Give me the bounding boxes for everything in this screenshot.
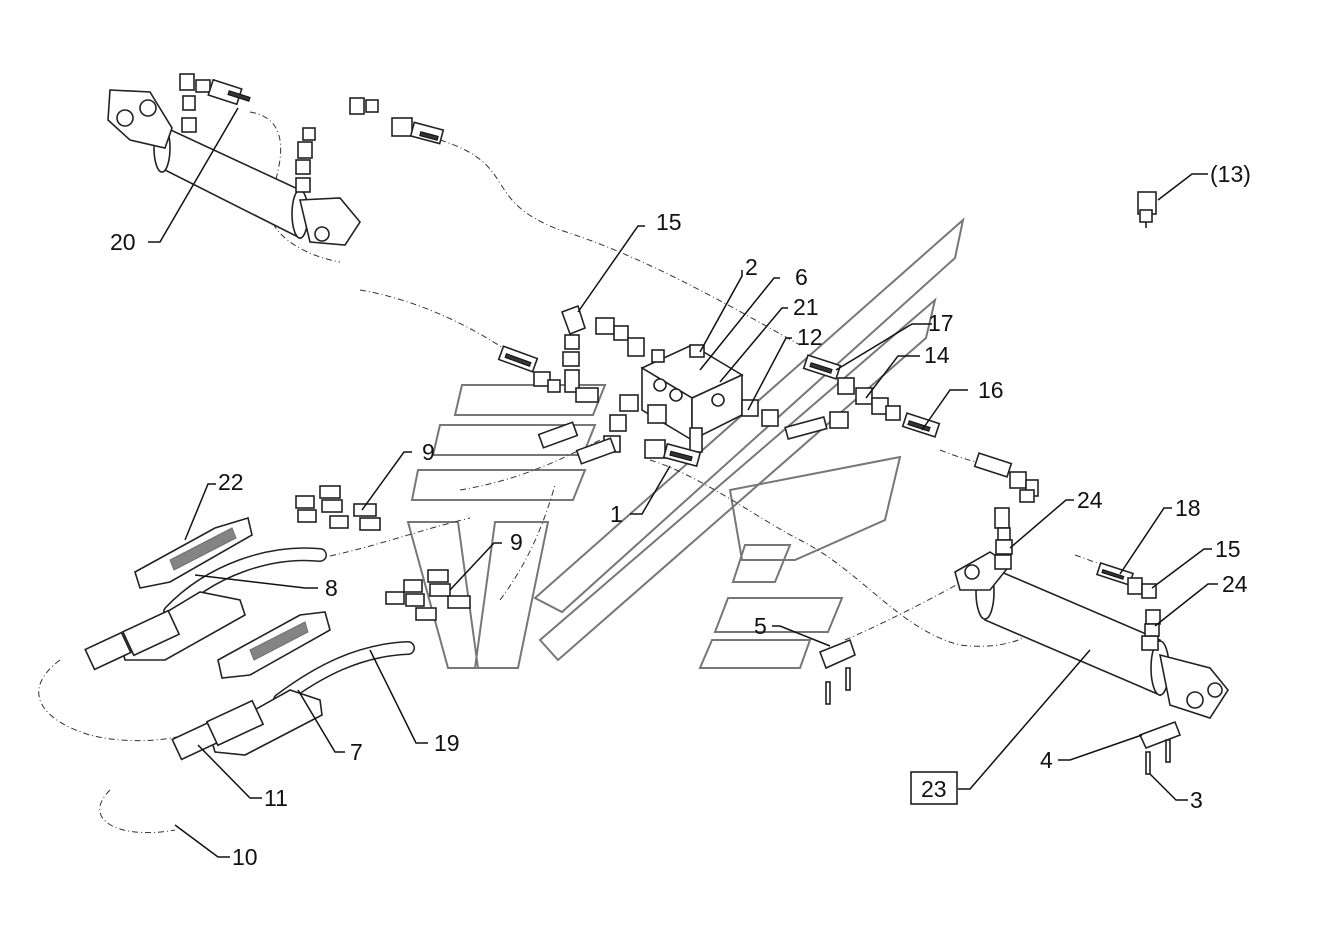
- callout-24-upper: 24: [1077, 487, 1103, 513]
- callout-21: 21: [793, 294, 819, 320]
- callout-22: 22: [218, 469, 244, 495]
- clamps-9: [295, 485, 471, 621]
- watermark-logo: [406, 217, 965, 669]
- callout-9-lower: 9: [510, 529, 523, 555]
- callout-16: 16: [978, 377, 1004, 403]
- callout-15-right: 15: [1215, 536, 1241, 562]
- callout-23: 23: [921, 776, 947, 802]
- callout-6: 6: [795, 264, 808, 290]
- callout-9-upper: 9: [422, 439, 435, 465]
- callout-20: 20: [110, 229, 136, 255]
- callout-8: 8: [325, 575, 338, 601]
- callout-10: 10: [232, 844, 258, 870]
- callout-23-box: [910, 771, 958, 805]
- callout-7: 7: [350, 739, 363, 765]
- callout-14: 14: [924, 342, 950, 368]
- leader-lines: [148, 107, 1218, 858]
- pins: [818, 638, 1182, 775]
- callout-3: 3: [1190, 787, 1203, 813]
- callout-2: 2: [745, 254, 758, 280]
- callout-1: 1: [610, 501, 623, 527]
- cylinder-23: [954, 551, 1229, 719]
- callout-5: 5: [754, 613, 767, 639]
- callout-11: 11: [264, 785, 288, 811]
- fitting-13: [1137, 191, 1157, 228]
- callout-13: (13): [1210, 161, 1251, 187]
- callout-18: 18: [1175, 495, 1201, 521]
- couplings-11: [84, 609, 265, 761]
- callout-4: 4: [1040, 747, 1053, 773]
- callout-24-lower: 24: [1222, 571, 1248, 597]
- top-fittings: [179, 73, 445, 175]
- callout-17: 17: [928, 310, 954, 336]
- callout-15-top: 15: [656, 209, 682, 235]
- callout-labels: 20 (13) 15 2 6 21 12 17 14 16 1 9 9 22 8…: [110, 161, 1251, 870]
- valve-fittings: [497, 304, 1039, 503]
- valve-block: [640, 344, 744, 453]
- cylinder-20: [107, 89, 361, 246]
- callout-12: 12: [797, 324, 823, 350]
- callout-19: 19: [434, 730, 460, 756]
